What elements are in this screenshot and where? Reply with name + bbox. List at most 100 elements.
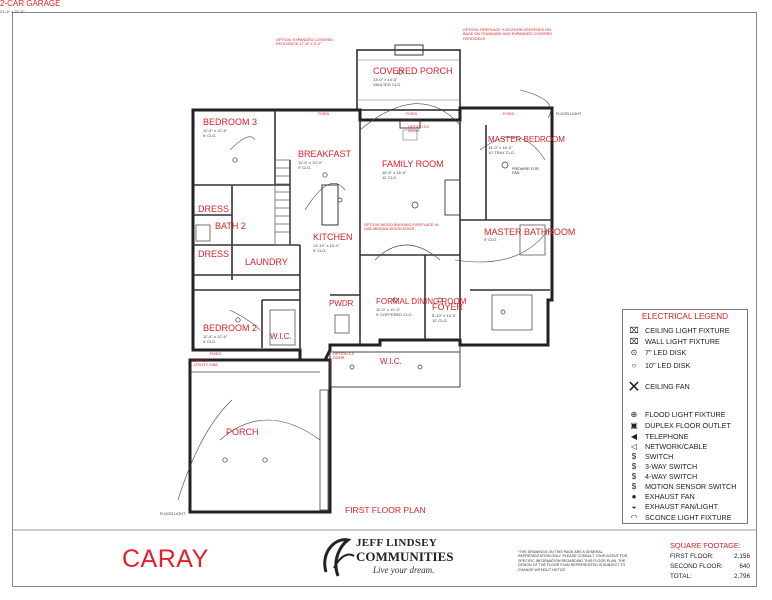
light-fixtures [222, 69, 509, 463]
room-name: BEDROOM 3 [203, 117, 258, 127]
legend-item: $MOTION SENSOR SWITCH [627, 482, 737, 491]
front-porch [329, 345, 461, 388]
room-name: MASTER BATHROOM [484, 227, 576, 237]
sheet-border [12, 12, 757, 587]
legend-label: CEILING FAN [645, 381, 690, 391]
note-fixed-4: FIXED [210, 352, 222, 356]
legend-label: EXHAUST FAN [645, 492, 695, 501]
legend-label: 10" LED DISK [645, 361, 691, 370]
legend-label: EXHAUST FAN/LIGHT [645, 502, 718, 511]
room-name: LAUNDRY [245, 257, 288, 267]
legend-label: SWITCH [645, 452, 674, 461]
room-name: PORCH [226, 427, 259, 437]
note-door-3-0: OPTION 3-0 DOOR [333, 352, 355, 361]
note-fixed-2: FIXED [406, 112, 418, 116]
sqft-value: 640 [739, 563, 750, 570]
room-ceiling-note: 9' CLG. [203, 133, 217, 138]
room-name: COVERED PORCH [373, 66, 453, 76]
room-dimensions: 5'-10" x 14'-0" [432, 313, 457, 318]
sqft-value: 2,796 [734, 573, 750, 580]
note-fireplace: OPTION: FIREPLACE *LOCATION CENTERED ON … [463, 28, 553, 41]
sqft-row-first: FIRST FLOOR: 2,156 [670, 553, 752, 560]
room-name: FORMAL DINING ROOM [376, 297, 467, 306]
legend-label: CEILING LIGHT FIXTURE [645, 326, 730, 335]
ceiling-light-icon: ⌧ [629, 326, 639, 335]
switch-icon: $ [631, 452, 637, 461]
room-name: FOYER [432, 302, 464, 312]
room-ceiling-note: VAULTED CLG. [373, 82, 402, 87]
room-ceiling-note: 9' CLG. [298, 165, 312, 170]
exhaust-fan-icon: ● [631, 492, 637, 501]
plan-title: FIRST FLOOR PLAN [345, 505, 426, 515]
room-ceiling-note: 9' CLG. [484, 237, 498, 242]
room-name: DRESS [198, 204, 230, 214]
legend-label: SCONCE LIGHT FIXTURE [645, 513, 732, 522]
room-name: W.I.C. [270, 332, 292, 341]
electrical-legend: ELECTRICAL LEGEND ⌧ CEILING LIGHT FIXTURE… [622, 309, 748, 524]
room-ceiling-note: 9' CLG. [313, 248, 327, 253]
telephone-icon: ◀ [630, 432, 638, 441]
legend-label: DUPLEX FLOOR OUTLET [645, 421, 731, 430]
builder-logo: JEFF LINDSEY COMMUNITIES Live your dream… [318, 532, 454, 584]
note-prewire-fan: PREWIRE FOR FAN [512, 167, 539, 176]
room-dimensions: 13'-0" x 14'-0" [373, 77, 398, 82]
room-name: MASTER BEDROOM [488, 135, 565, 144]
note-fixed-3: FIXED [503, 112, 515, 116]
legend-item: ⌧WALL LIGHT FIXTURE [627, 337, 719, 346]
room-dimensions: 21'-6" x 27'-0" [0, 9, 25, 14]
room-name: W.I.C. [380, 357, 402, 366]
stairs [274, 159, 291, 246]
sconce-icon: ◠ [630, 513, 638, 522]
room-name: KITCHEN [313, 232, 353, 242]
room-name: BEDROOM 2 [203, 323, 258, 333]
note-flood-light-bl: FLOOD LIGHT [160, 512, 186, 516]
legend-item: $4-WAY SWITCH [627, 472, 697, 481]
room-name: DRESS [198, 249, 230, 259]
room-ceiling-note: 10' CLG. [432, 318, 448, 323]
four-way-switch-icon: $ [631, 472, 637, 481]
room-name: PWDR [329, 299, 354, 308]
legend-item: ◠ SCONCE LIGHT FIXTURE [627, 513, 732, 522]
note-patio: OPTION: EXPANDED COVERED PATIO/DECK 17'-… [276, 38, 334, 47]
legend-title: ELECTRICAL LEGEND [641, 312, 729, 321]
wall-light-icon: ⌧ [629, 337, 639, 346]
sqft-title: SQUARE FOOTAGE: [670, 541, 741, 550]
legend-label: 4-WAY SWITCH [645, 472, 698, 481]
exhaust-fan-light-icon: ◒ [631, 502, 637, 511]
legend-label: TELEPHONE [645, 432, 689, 441]
legend-item: ⌧ CEILING LIGHT FIXTURE [627, 326, 730, 335]
room-laundry: LAUNDRY [245, 258, 288, 267]
legend-label: FLOOD LIGHT FIXTURE [645, 410, 726, 419]
note-wood-fireplace: OPTION: WOOD BURNING FIREPLACE IN OAK ME… [364, 223, 439, 232]
legend-item: ◀ TELEPHONE [627, 432, 689, 441]
sqft-row-total: TOTAL: 2,796 [670, 573, 752, 580]
room-porch: PORCH [226, 428, 259, 437]
room-dimensions: 11'-6" x 12'-6" [203, 128, 228, 133]
legend-item: ✕CEILING FAN [627, 377, 690, 397]
room-dimensions: 14'-0" x 16'-0" [488, 145, 513, 150]
network-icon: ◁ [630, 442, 638, 451]
logo-mark-icon [323, 538, 355, 577]
room-dress: DRESS [198, 205, 229, 214]
sqft-value: 2,156 [734, 553, 750, 560]
family-room-fireplace [399, 119, 461, 216]
room-name: FAMILY ROOM [382, 159, 444, 169]
legend-item: ⊕FLOOD LIGHT FIXTURE [627, 410, 726, 419]
room-pwdr: PWDR [329, 300, 353, 308]
room-w-i-c: W.I.C. [380, 358, 402, 366]
sqft-label: TOTAL: [670, 573, 692, 580]
note-fixed-1: FIXED [318, 112, 330, 116]
room-ceiling-note: 9' COFFERED CLG. [376, 312, 413, 317]
legend-label: 7" LED DISK [645, 348, 687, 357]
room-dimensions: 16'-6" x 16'-0" [382, 170, 407, 175]
legend-label: NETWORK/CABLE [645, 442, 708, 451]
